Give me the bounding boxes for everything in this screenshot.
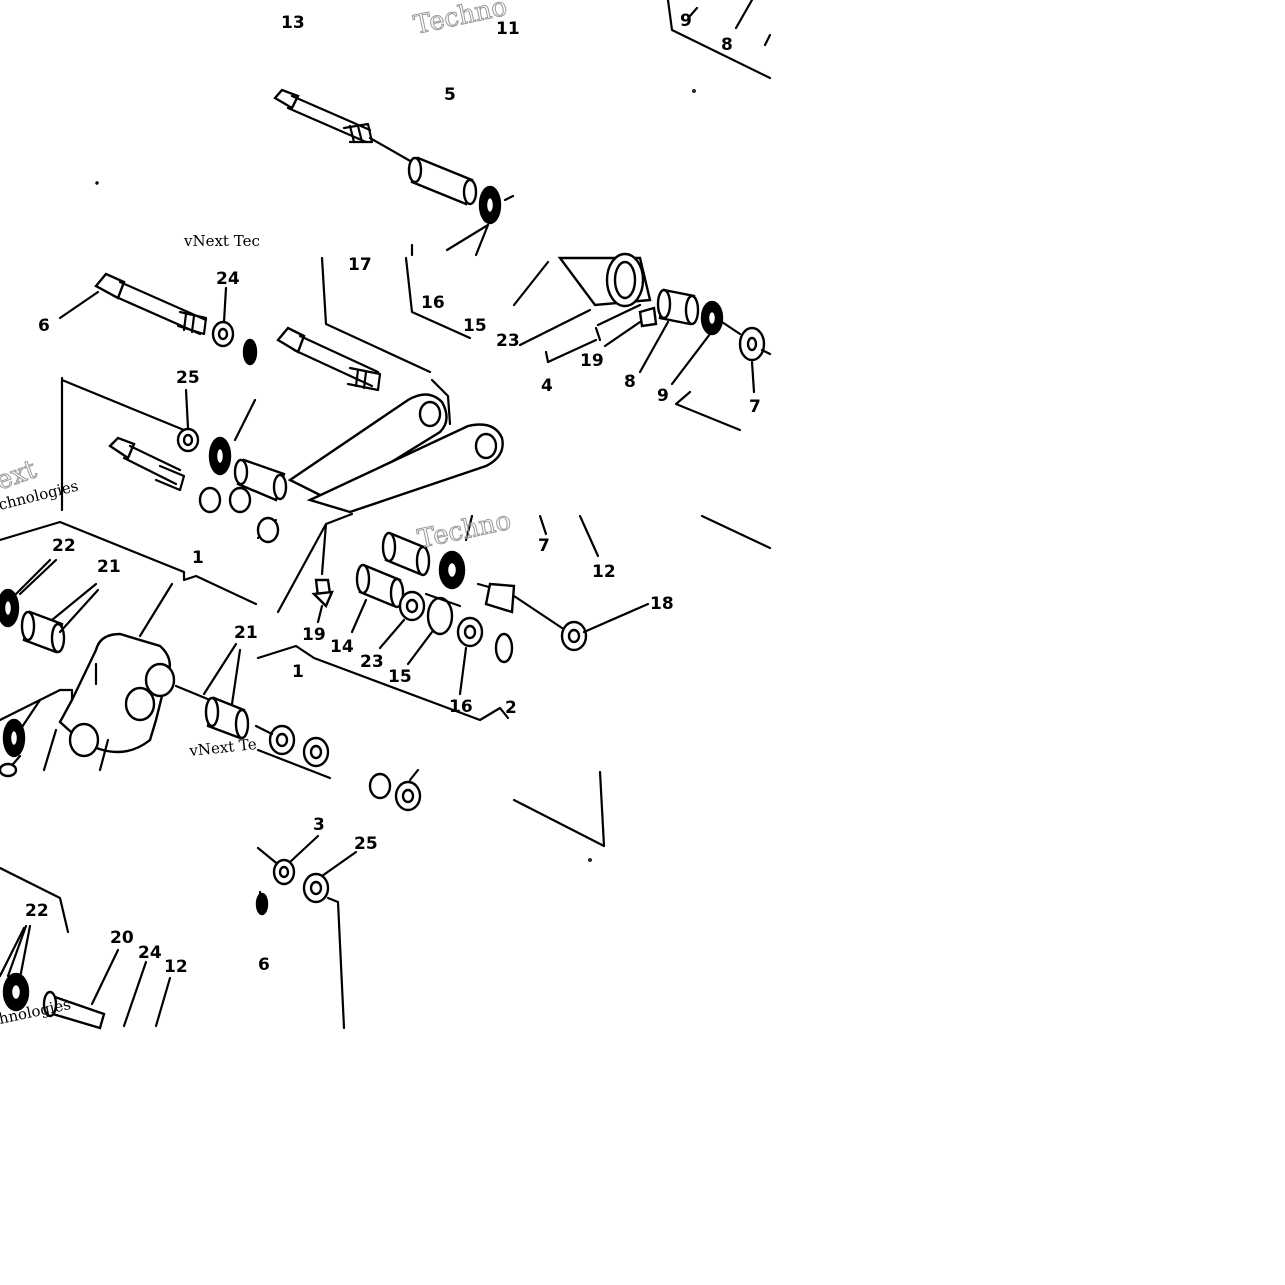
- watermark: Techno: [415, 506, 514, 555]
- frame-lines-lower: [0, 688, 110, 772]
- bushing-assembly-4: [512, 252, 652, 364]
- callout: 5: [444, 85, 456, 105]
- leader-7-12: [538, 514, 600, 558]
- leader-17-frame: [320, 256, 432, 374]
- washer-22-lower: [0, 698, 42, 778]
- frame-left: [60, 376, 186, 512]
- link-plate-1: [58, 582, 212, 758]
- callout: 22: [52, 536, 76, 556]
- washer-nut-lower: [254, 724, 422, 812]
- spacer-14: [350, 531, 431, 634]
- nut-18: [560, 602, 650, 652]
- callout: 3: [313, 815, 325, 835]
- callout: 11: [496, 19, 520, 39]
- callout: 15: [463, 316, 487, 336]
- callout: 16: [449, 697, 473, 717]
- callout: 9: [657, 386, 669, 406]
- leader-16-15: [410, 223, 490, 257]
- frame-1-left: [0, 520, 258, 606]
- bolt-6: [58, 272, 208, 336]
- bolt-17: [108, 436, 186, 492]
- leader-fragment: [763, 33, 772, 47]
- leader-19-arm: [276, 512, 354, 614]
- callout: 20: [110, 928, 134, 948]
- callout: 14: [330, 637, 354, 657]
- callout: 18: [650, 594, 674, 614]
- callout: 25: [176, 368, 200, 388]
- bolt-13: [273, 88, 414, 164]
- frame-k: [326, 896, 346, 1030]
- frame-1-lower: [256, 644, 510, 722]
- spacer-bushing-left: [198, 398, 288, 514]
- nipple-19: [603, 306, 658, 348]
- washer-fragment: [256, 516, 280, 544]
- callout: 12: [592, 562, 616, 582]
- washer-fragment: [255, 892, 269, 916]
- spacer-20: [42, 948, 172, 1030]
- callout: 8: [624, 372, 636, 392]
- washer-22-bottom: [0, 924, 32, 1012]
- callout: 19: [302, 625, 326, 645]
- callout: 8: [721, 35, 733, 55]
- washers-23-15: [378, 550, 466, 666]
- callout: 15: [388, 667, 412, 687]
- frame-right-lower: [700, 514, 772, 550]
- callout: 1: [292, 662, 304, 682]
- callout: 7: [538, 536, 550, 556]
- callout: 21: [97, 557, 121, 577]
- callout: 7: [749, 397, 761, 417]
- callout: 6: [38, 316, 50, 336]
- washer-25: [176, 388, 200, 453]
- spacer-5: [407, 156, 478, 206]
- washer-25-bottom: [302, 850, 358, 904]
- leader-15-frame: [404, 256, 472, 340]
- watermark: vNext Tec: [183, 232, 260, 250]
- nipple-19-lower: [311, 578, 334, 624]
- frame-j: [0, 866, 70, 934]
- frame-l: [512, 770, 606, 848]
- washer-stack: [478, 185, 515, 225]
- callout-labels: 13 11 9 8 5 16 15 17 6 24 25 23 4 19 8 9…: [25, 11, 761, 977]
- spacer-21-lower: [202, 642, 250, 740]
- callout: 21: [234, 623, 258, 643]
- frame-right-mid: [674, 390, 742, 432]
- pin-12: [484, 582, 564, 630]
- spacer-21-upper: [20, 582, 100, 654]
- bolt-upper-link: [276, 326, 382, 392]
- leader-9-8-top: [688, 0, 754, 30]
- callout: 23: [360, 652, 384, 672]
- callout: 1: [192, 548, 204, 568]
- callout: 24: [138, 943, 162, 963]
- callout: 13: [281, 13, 305, 33]
- callout: 4: [541, 376, 553, 396]
- link-arm: [287, 378, 504, 514]
- callout: 2: [505, 698, 517, 718]
- callout: 16: [421, 293, 445, 313]
- washer-3: [272, 834, 320, 886]
- speck: [692, 89, 696, 93]
- watermark: vNext Te: [188, 735, 258, 760]
- callout: 22: [25, 901, 49, 921]
- callout: 24: [216, 269, 240, 289]
- frame-line-top-right: [666, 0, 772, 80]
- washer-24: [211, 286, 258, 366]
- callout: 6: [258, 955, 270, 975]
- callout: 12: [164, 957, 188, 977]
- callout: 19: [580, 351, 604, 371]
- callout: 9: [680, 11, 692, 31]
- washer-22-upper: [0, 558, 58, 628]
- spacer-8: [638, 288, 700, 374]
- callout: 23: [496, 331, 520, 351]
- washer-7: [738, 326, 772, 394]
- speck: [95, 181, 99, 185]
- callout: 25: [354, 834, 378, 854]
- washer-9: [670, 300, 742, 386]
- speck: [588, 858, 592, 862]
- callout: 17: [348, 255, 372, 275]
